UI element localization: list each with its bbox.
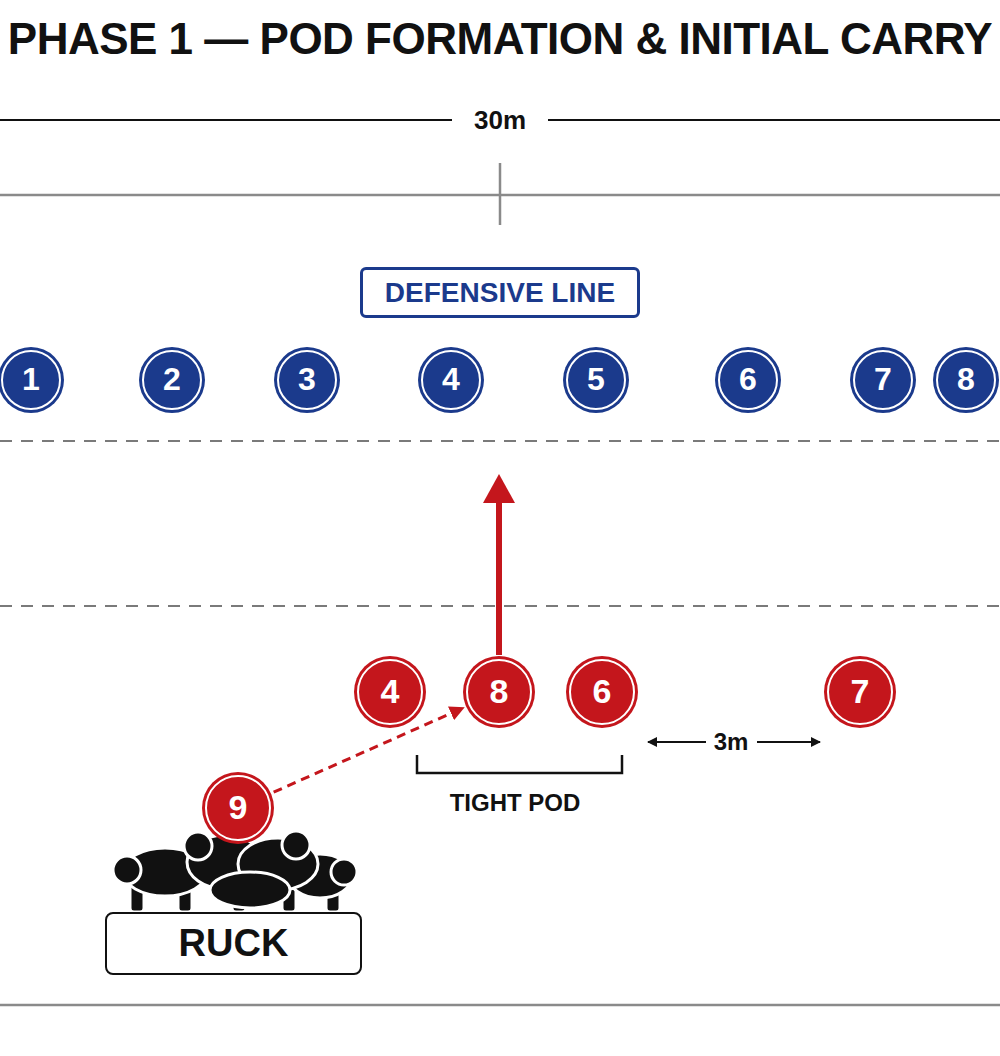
circle-fill bbox=[566, 656, 638, 728]
player-head bbox=[184, 832, 212, 860]
dimension-arrow bbox=[648, 741, 706, 743]
defender-circle: 4 bbox=[417, 346, 485, 414]
player-number: 6 bbox=[593, 674, 612, 710]
defender-circle: 8 bbox=[932, 346, 1000, 414]
player-number: 2 bbox=[163, 363, 181, 397]
circle-fill bbox=[139, 347, 205, 413]
player-head bbox=[282, 831, 310, 859]
player-number: 3 bbox=[298, 363, 316, 397]
player-number: 5 bbox=[587, 363, 605, 397]
player-number: 4 bbox=[381, 674, 400, 710]
scrum-half-circle: 9 bbox=[201, 771, 275, 845]
player-number: 1 bbox=[22, 363, 40, 397]
player-number: 7 bbox=[874, 363, 892, 397]
defender-circle: 5 bbox=[562, 346, 630, 414]
player-number: 8 bbox=[957, 363, 975, 397]
attacker-circle: 7 bbox=[823, 655, 897, 729]
box-label: RUCK bbox=[179, 924, 289, 964]
circle-fill bbox=[274, 347, 340, 413]
field-line bbox=[0, 1004, 1000, 1007]
player-number: 4 bbox=[442, 363, 460, 397]
circle-fill bbox=[563, 347, 629, 413]
attacker-circle: 4 bbox=[353, 655, 427, 729]
player-body bbox=[210, 872, 290, 908]
circle-ring bbox=[143, 351, 201, 409]
attacker-circle: 6 bbox=[565, 655, 639, 729]
player-number: 9 bbox=[229, 790, 248, 826]
defensive-line-box: DEFENSIVE LINE bbox=[360, 267, 640, 318]
pod-bracket bbox=[417, 755, 622, 773]
diagram-title: PHASE 1 — POD FORMATION & INITIAL CARRY bbox=[0, 14, 1000, 64]
circle-ring bbox=[719, 351, 777, 409]
circle-ring bbox=[358, 660, 422, 724]
circle-fill bbox=[463, 656, 535, 728]
carry-arrow bbox=[496, 500, 502, 655]
circle-ring bbox=[854, 351, 912, 409]
circle-ring bbox=[828, 660, 892, 724]
circle-ring bbox=[570, 660, 634, 724]
dimension-line bbox=[548, 119, 1000, 121]
circle-ring bbox=[467, 660, 531, 724]
ruck-box: RUCK bbox=[105, 912, 362, 975]
player-number: 7 bbox=[851, 674, 870, 710]
circle-fill bbox=[418, 347, 484, 413]
defender-circle: 2 bbox=[138, 346, 206, 414]
box-label: DEFENSIVE LINE bbox=[385, 278, 615, 307]
pass-arrow bbox=[274, 708, 464, 792]
dimension-label: 30m bbox=[470, 105, 530, 136]
circle-ring bbox=[937, 351, 995, 409]
attacker-circle: 8 bbox=[462, 655, 536, 729]
center-tick bbox=[499, 163, 502, 225]
player-number: 6 bbox=[739, 363, 757, 397]
carry-arrowhead bbox=[483, 474, 515, 503]
circle-fill bbox=[354, 656, 426, 728]
circle-ring bbox=[206, 776, 270, 840]
pod-label: TIGHT POD bbox=[446, 789, 585, 817]
player-head bbox=[331, 859, 357, 885]
defender-circle: 1 bbox=[0, 346, 65, 414]
circle-fill bbox=[0, 347, 64, 413]
defender-circle: 7 bbox=[849, 346, 917, 414]
dimension-label: 3m bbox=[710, 728, 753, 756]
player-number: 8 bbox=[490, 674, 509, 710]
circle-fill bbox=[202, 772, 274, 844]
dimension-line bbox=[0, 119, 452, 121]
defender-circle: 6 bbox=[714, 346, 782, 414]
circle-ring bbox=[2, 351, 60, 409]
defender-circle: 3 bbox=[273, 346, 341, 414]
player-head bbox=[113, 856, 141, 884]
circle-fill bbox=[824, 656, 896, 728]
circle-fill bbox=[933, 347, 999, 413]
circle-ring bbox=[422, 351, 480, 409]
circle-ring bbox=[567, 351, 625, 409]
circle-fill bbox=[715, 347, 781, 413]
circle-fill bbox=[850, 347, 916, 413]
circle-ring bbox=[278, 351, 336, 409]
dashed-line bbox=[0, 440, 1000, 442]
dimension-arrow bbox=[757, 741, 820, 743]
